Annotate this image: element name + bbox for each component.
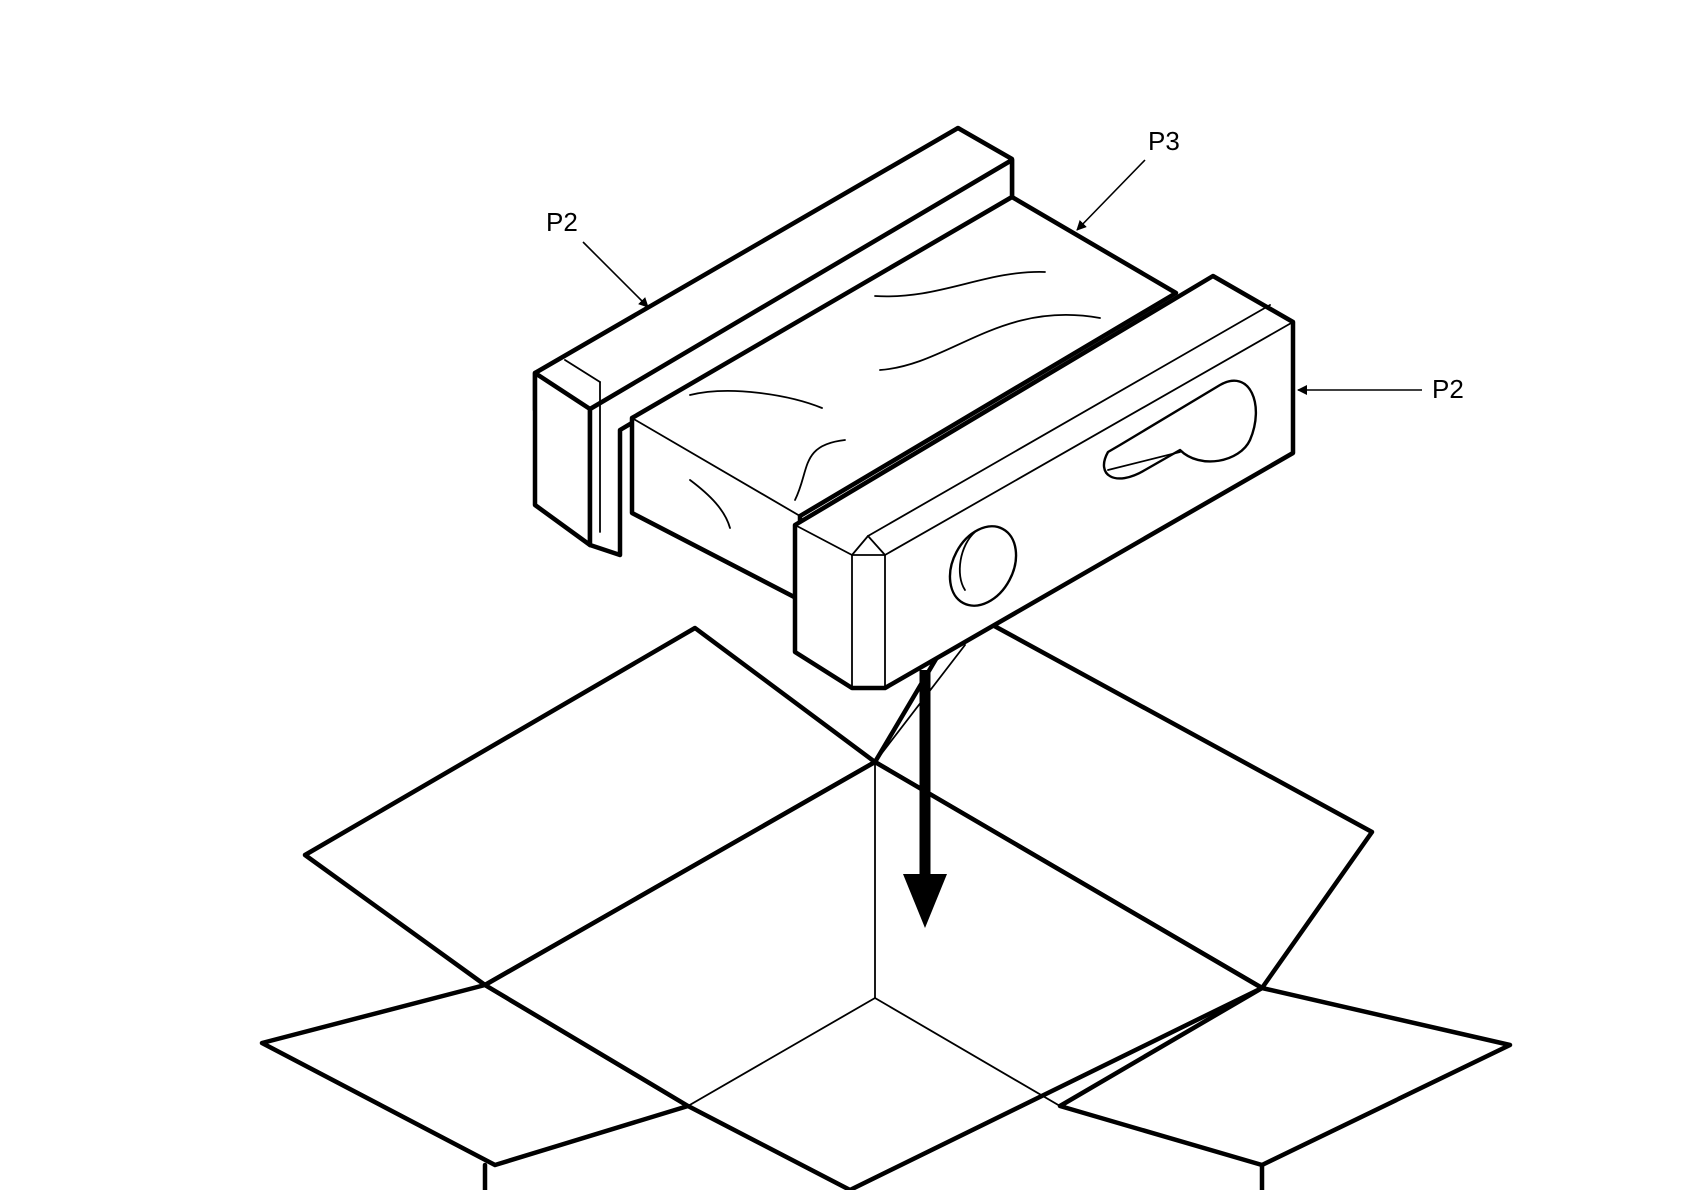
callout-label-p3: P3	[1148, 126, 1180, 156]
callout-p2-left: P2	[546, 207, 648, 307]
callout-label-p2-right: P2	[1432, 374, 1464, 404]
callout-p3: P3	[1077, 126, 1180, 230]
callout-p2-right: P2	[1298, 374, 1464, 404]
callout-label-p2-left: P2	[546, 207, 578, 237]
open-carton-box	[262, 610, 1510, 1190]
